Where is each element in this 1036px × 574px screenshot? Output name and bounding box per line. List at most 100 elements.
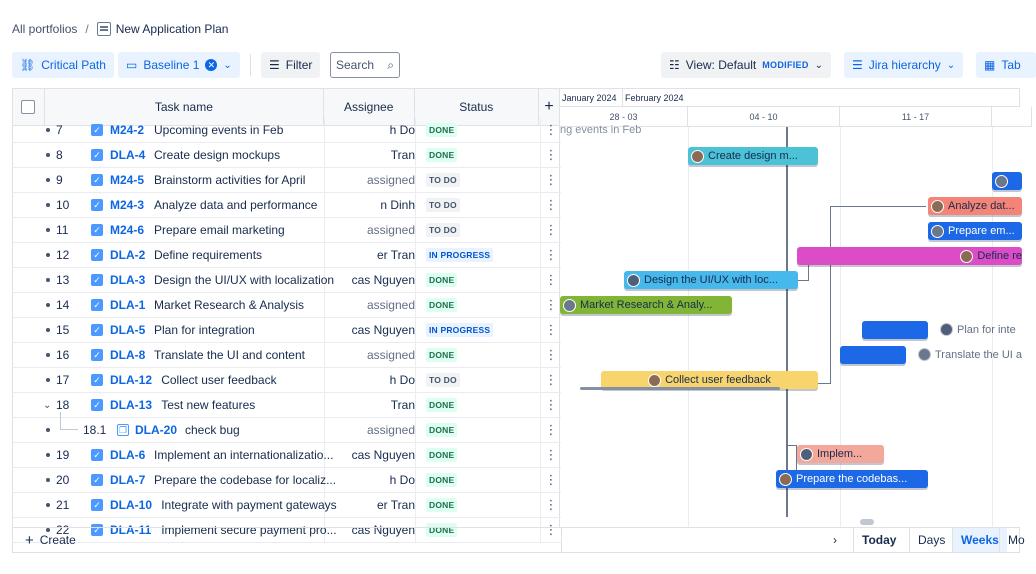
- assignee-cell[interactable]: assigned: [325, 168, 416, 192]
- assignee-cell[interactable]: assigned: [325, 218, 416, 242]
- row-more-icon[interactable]: ⋮: [544, 347, 558, 362]
- gantt-bar-market-research[interactable]: Market Research & Analy...: [560, 296, 732, 314]
- assignee-cell[interactable]: cas Nguyen: [325, 443, 416, 467]
- issue-key-link[interactable]: M24-2: [110, 123, 145, 137]
- search-input[interactable]: Search ⌕: [330, 52, 400, 78]
- assignee-cell[interactable]: h Do: [325, 468, 416, 492]
- hierarchy-button[interactable]: ☰ Jira hierarchy ⌄: [844, 52, 964, 78]
- breadcrumb-current[interactable]: New Application Plan: [96, 22, 228, 36]
- task-name-header[interactable]: Task name: [45, 89, 324, 125]
- gantt-bar-analyze[interactable]: Analyze dat...: [928, 197, 1022, 215]
- gantt-bar-translate-ui[interactable]: [840, 346, 906, 364]
- status-cell[interactable]: DONE: [416, 293, 541, 317]
- assignee-cell[interactable]: er Tran: [325, 243, 416, 267]
- row-more-icon[interactable]: ⋮: [544, 447, 558, 462]
- today-button[interactable]: Today: [853, 528, 904, 552]
- status-cell[interactable]: TO DO: [416, 368, 541, 392]
- status-cell[interactable]: TO DO: [416, 193, 541, 217]
- status-cell[interactable]: DONE: [416, 143, 541, 167]
- row-more-icon[interactable]: ⋮: [544, 522, 558, 537]
- status-cell[interactable]: TO DO: [416, 168, 541, 192]
- select-all-checkbox[interactable]: [21, 100, 36, 114]
- issue-key-link[interactable]: M24-3: [110, 198, 145, 212]
- assignee-cell[interactable]: cas Nguyen: [325, 318, 416, 342]
- issue-key-link[interactable]: DLA-20: [135, 423, 178, 437]
- zoom-months-button[interactable]: Mo: [999, 528, 1025, 552]
- assignee-cell[interactable]: assigned: [325, 343, 416, 367]
- gantt-bar-brainstorm[interactable]: [992, 172, 1022, 190]
- status-cell[interactable]: DONE: [416, 393, 541, 417]
- row-more-icon[interactable]: ⋮: [544, 322, 558, 337]
- assignee-cell[interactable]: h Do: [325, 118, 416, 142]
- status-cell[interactable]: DONE: [416, 518, 541, 542]
- issue-key-link[interactable]: DLA-3: [110, 273, 146, 287]
- status-cell[interactable]: TO DO: [416, 218, 541, 242]
- baseline-button[interactable]: ▭ Baseline 1 ✕ ⌄: [118, 52, 240, 78]
- gantt-bar-implement[interactable]: Implem...: [797, 445, 884, 463]
- status-cell[interactable]: DONE: [416, 268, 541, 292]
- row-more-icon[interactable]: ⋮: [544, 297, 558, 312]
- issue-key-link[interactable]: DLA-5: [110, 323, 146, 337]
- issue-key-link[interactable]: DLA-1: [110, 298, 146, 312]
- assignee-cell[interactable]: cas Nguyen: [325, 268, 416, 292]
- gantt-bar-create-design[interactable]: Create design m...: [688, 147, 818, 165]
- status-cell[interactable]: DONE: [416, 343, 541, 367]
- status-cell[interactable]: DONE: [416, 418, 541, 442]
- issue-key-link[interactable]: DLA-8: [110, 348, 146, 362]
- status-cell[interactable]: IN PROGRESS: [416, 318, 541, 342]
- assignee-cell[interactable]: er Tran: [325, 493, 416, 517]
- status-cell[interactable]: IN PROGRESS: [416, 243, 541, 267]
- assignee-cell[interactable]: n Dinh: [325, 193, 416, 217]
- row-more-icon[interactable]: ⋮: [544, 497, 558, 512]
- row-more-icon[interactable]: ⋮: [544, 197, 558, 212]
- row-more-icon[interactable]: ⋮: [544, 372, 558, 387]
- row-more-icon[interactable]: ⋮: [544, 472, 558, 487]
- view-button[interactable]: ☷ View: Default MODIFIED ⌄: [661, 52, 832, 78]
- breadcrumb-root-link[interactable]: All portfolios: [12, 22, 78, 36]
- status-cell[interactable]: DONE: [416, 468, 541, 492]
- gantt-bar-define-requirements[interactable]: Define re: [797, 247, 1022, 265]
- zoom-weeks-button[interactable]: Weeks: [952, 528, 1007, 552]
- issue-key-link[interactable]: DLA-10: [110, 498, 153, 512]
- status-cell[interactable]: DONE: [416, 493, 541, 517]
- row-more-icon[interactable]: ⋮: [544, 397, 558, 412]
- assignee-cell[interactable]: Tran: [325, 143, 416, 167]
- filter-button[interactable]: ☰ Filter: [261, 52, 321, 78]
- status-cell[interactable]: DONE: [416, 443, 541, 467]
- horizontal-scrollbar[interactable]: [860, 519, 874, 525]
- row-more-icon[interactable]: ⋮: [544, 222, 558, 237]
- timeline-next-button[interactable]: ›: [833, 533, 837, 547]
- assignee-cell[interactable]: Tran: [325, 393, 416, 417]
- row-more-icon[interactable]: ⋮: [544, 147, 558, 162]
- assignee-cell[interactable]: cas Nguyen: [325, 518, 416, 542]
- issue-key-link[interactable]: DLA-12: [110, 373, 153, 387]
- row-more-icon[interactable]: ⋮: [544, 172, 558, 187]
- gantt-bar-prepare-email[interactable]: Prepare em...: [928, 222, 1022, 240]
- row-more-icon[interactable]: ⋮: [544, 272, 558, 287]
- issue-key-link[interactable]: DLA-11: [110, 523, 152, 537]
- status-cell[interactable]: DONE: [416, 118, 541, 142]
- issue-key-link[interactable]: DLA-2: [110, 248, 146, 262]
- zoom-days-button[interactable]: Days: [909, 528, 953, 552]
